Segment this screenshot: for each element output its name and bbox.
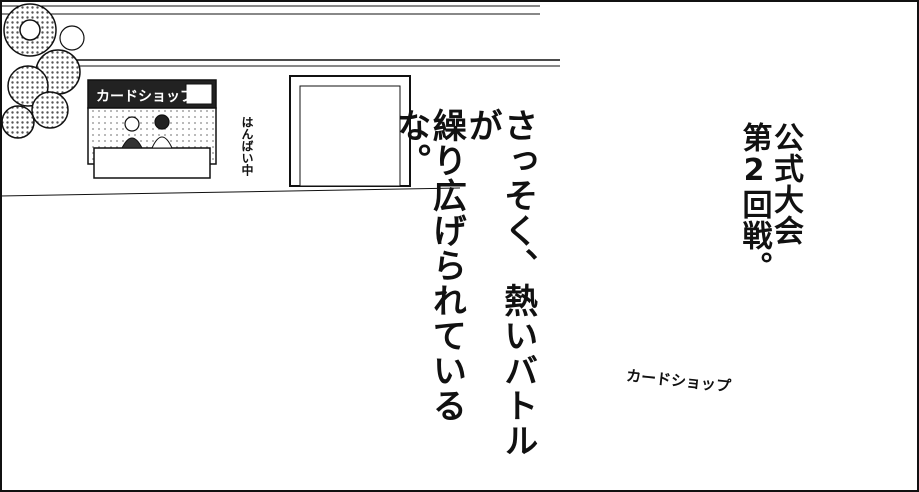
card-shop-booth <box>87 79 217 179</box>
speech-text: さっそく、熱いバトルが 繰り広げられているな。 <box>390 108 538 492</box>
narration-caption: 公式大会 第2回戦。 <box>736 122 804 282</box>
balloon-decoration <box>1 3 85 139</box>
narration-line-1: 公式大会 <box>768 122 803 246</box>
narration-line-2: 第2回戦。 <box>736 122 772 282</box>
shop-sign-text: カードショップ <box>96 89 194 105</box>
speech-line-2: 繰り広げられているな。 <box>390 108 467 423</box>
banner-text: はんばい中 <box>240 116 254 176</box>
hall-background <box>0 5 560 197</box>
speech-line-1: さっそく、熱いバトルが <box>462 108 538 458</box>
